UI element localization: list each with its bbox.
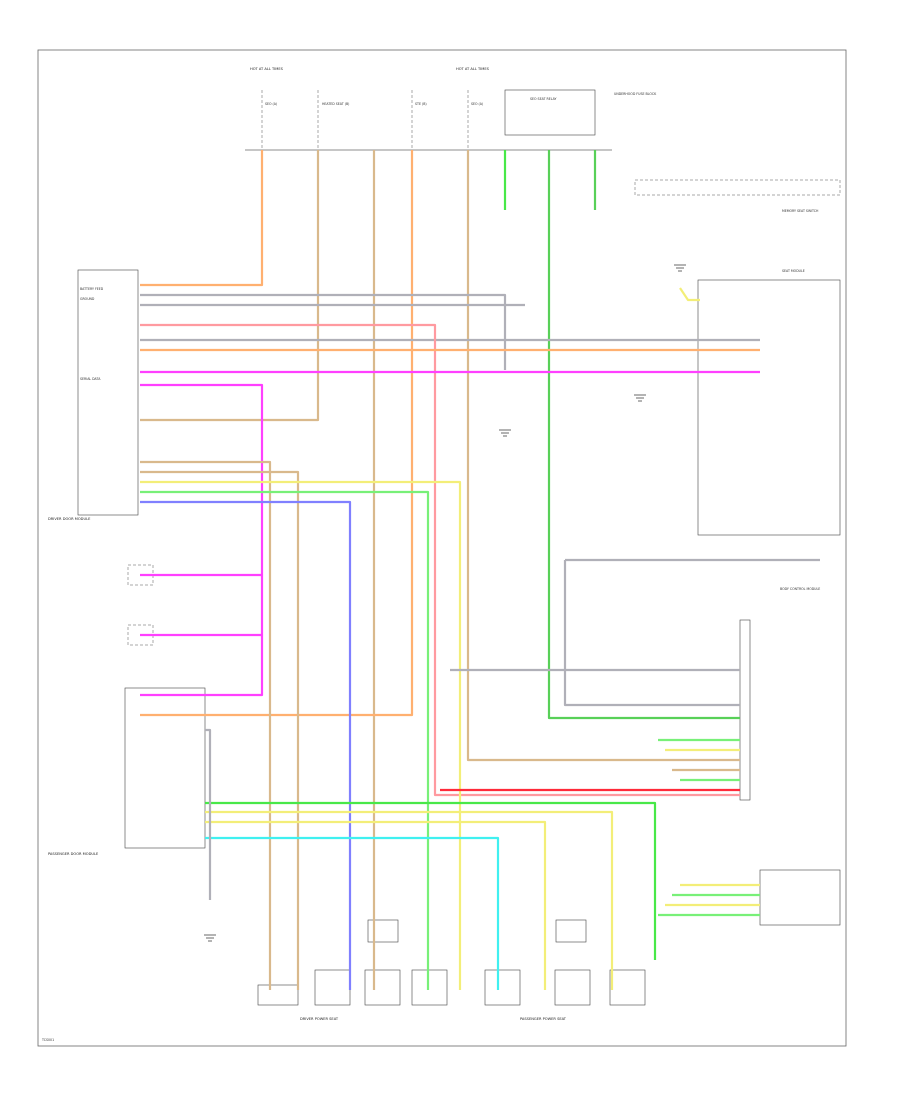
wire-orange-0: [140, 150, 264, 287]
underhood-label: UNDERHOOD FUSE BLOCK: [614, 92, 657, 96]
corner-note: TCS001: [41, 1038, 54, 1042]
ground-symbol-0: [499, 429, 511, 437]
passenger-door-module: PASSENGER DOOR MODULE: [48, 687, 206, 856]
bcm-connector: BODY CONTROL MODULE: [739, 587, 820, 801]
fuse-b-label: HEATED SEAT (B): [322, 102, 349, 106]
bcm-label: BODY CONTROL MODULE: [780, 587, 820, 591]
wire-cyan-29: [205, 836, 500, 990]
passenger-seat-label: PASSENGER POWER SEAT: [520, 1017, 567, 1021]
memory-seat-switch: MEMORY SEAT SWITCH: [634, 179, 841, 213]
wire-magenta-14: [140, 383, 264, 697]
wire-yellow-27: [205, 810, 614, 990]
seat-connector: [759, 869, 841, 926]
wire-pink-11: [140, 323, 740, 797]
fuse-block: HOT AT ALL TIMES HOT AT ALL TIMES SEO (A…: [245, 67, 657, 151]
memory-switches: [127, 564, 154, 646]
seat-motors: DRIVER POWER SEAT PASSENGER POWER SEAT: [257, 919, 646, 1021]
wire-gray-39: [205, 728, 212, 900]
wire-tan-4: [466, 150, 740, 762]
wire-tan-17: [140, 460, 272, 990]
wire-dkgreen-6: [547, 150, 740, 720]
relay-label: SEO SEAT RELAY: [530, 97, 556, 101]
fuse-block-left-label: HOT AT ALL TIMES: [250, 67, 284, 71]
ground-symbol-2: [634, 394, 646, 402]
wire-gray-8: [140, 293, 507, 370]
driver-door-module: DRIVER DOOR MODULE BATTERY FEED GROUND S…: [48, 269, 139, 521]
serial-data-label: SERIAL DATA: [80, 377, 101, 381]
wire-orange-3: [140, 150, 414, 717]
fuse-d-label: SEO (A): [471, 102, 483, 106]
ground-symbol-1: [204, 934, 216, 942]
passenger-module-label: PASSENGER DOOR MODULE: [48, 852, 99, 856]
wire-tan-18: [140, 470, 300, 990]
wire-yellow-28: [205, 820, 547, 990]
wires: [140, 150, 820, 990]
wire-ltgreen-20: [140, 490, 430, 990]
memory-switch-label: MEMORY SEAT SWITCH: [782, 209, 819, 213]
wire-blue-21: [140, 500, 352, 990]
diagram-frame: [37, 49, 847, 1047]
fuse-a-label: SEO (A): [265, 102, 277, 106]
wire-yellow-38: [679, 287, 700, 302]
seat-module: SEAT MODULE: [697, 269, 841, 536]
wire-tan-1: [140, 150, 320, 422]
grounds: [204, 264, 686, 942]
fuse-c-label: STE (B): [415, 102, 427, 106]
driver-seat-label: DRIVER POWER SEAT: [300, 1017, 339, 1021]
battery-label: BATTERY FEED: [80, 287, 104, 291]
wire-yellow-19: [140, 480, 462, 990]
wire-green-26: [205, 801, 657, 960]
ground-symbol-3: [674, 264, 686, 272]
driver-module-label: DRIVER DOOR MODULE: [48, 517, 91, 521]
ground-label: GROUND: [80, 297, 95, 301]
seat-module-label: SEAT MODULE: [782, 269, 805, 273]
wire-gray-24: [563, 560, 740, 707]
fuse-block-right-label: HOT AT ALL TIMES: [456, 67, 490, 71]
